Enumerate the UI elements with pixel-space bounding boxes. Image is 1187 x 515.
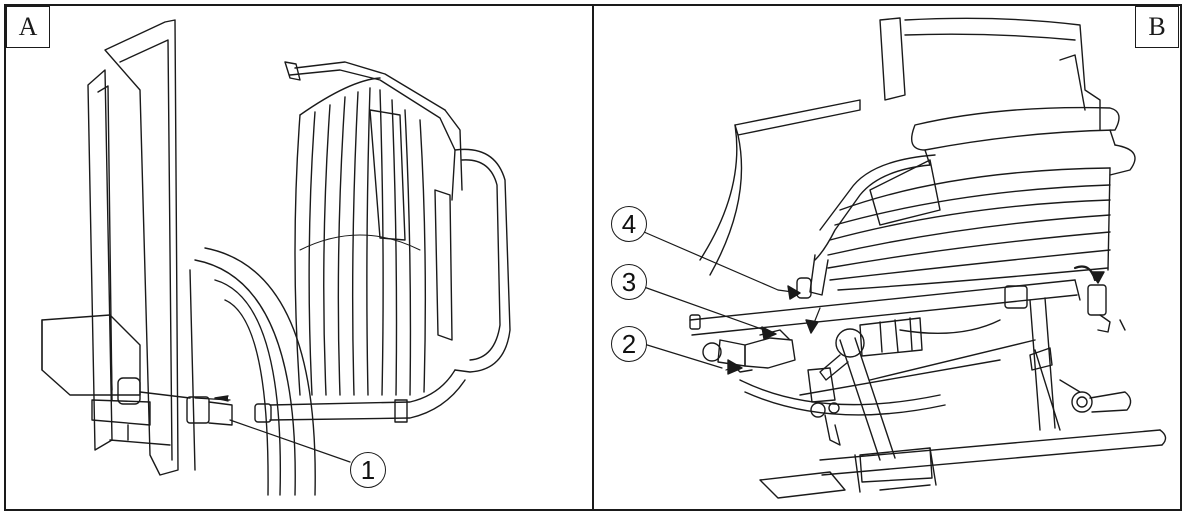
- panel-a-wheelchair-drawing: [41, 19, 511, 496]
- callout-2: 2: [611, 326, 647, 362]
- panel-label-b: B: [1135, 6, 1179, 48]
- callout-4: 4: [611, 206, 647, 242]
- callout-1: 1: [350, 452, 386, 488]
- panel-divider: [592, 4, 594, 511]
- callout-3: 3: [611, 264, 647, 300]
- panel-b-wheelchair-drawing: [643, 17, 1167, 499]
- panel-label-a: A: [6, 6, 50, 48]
